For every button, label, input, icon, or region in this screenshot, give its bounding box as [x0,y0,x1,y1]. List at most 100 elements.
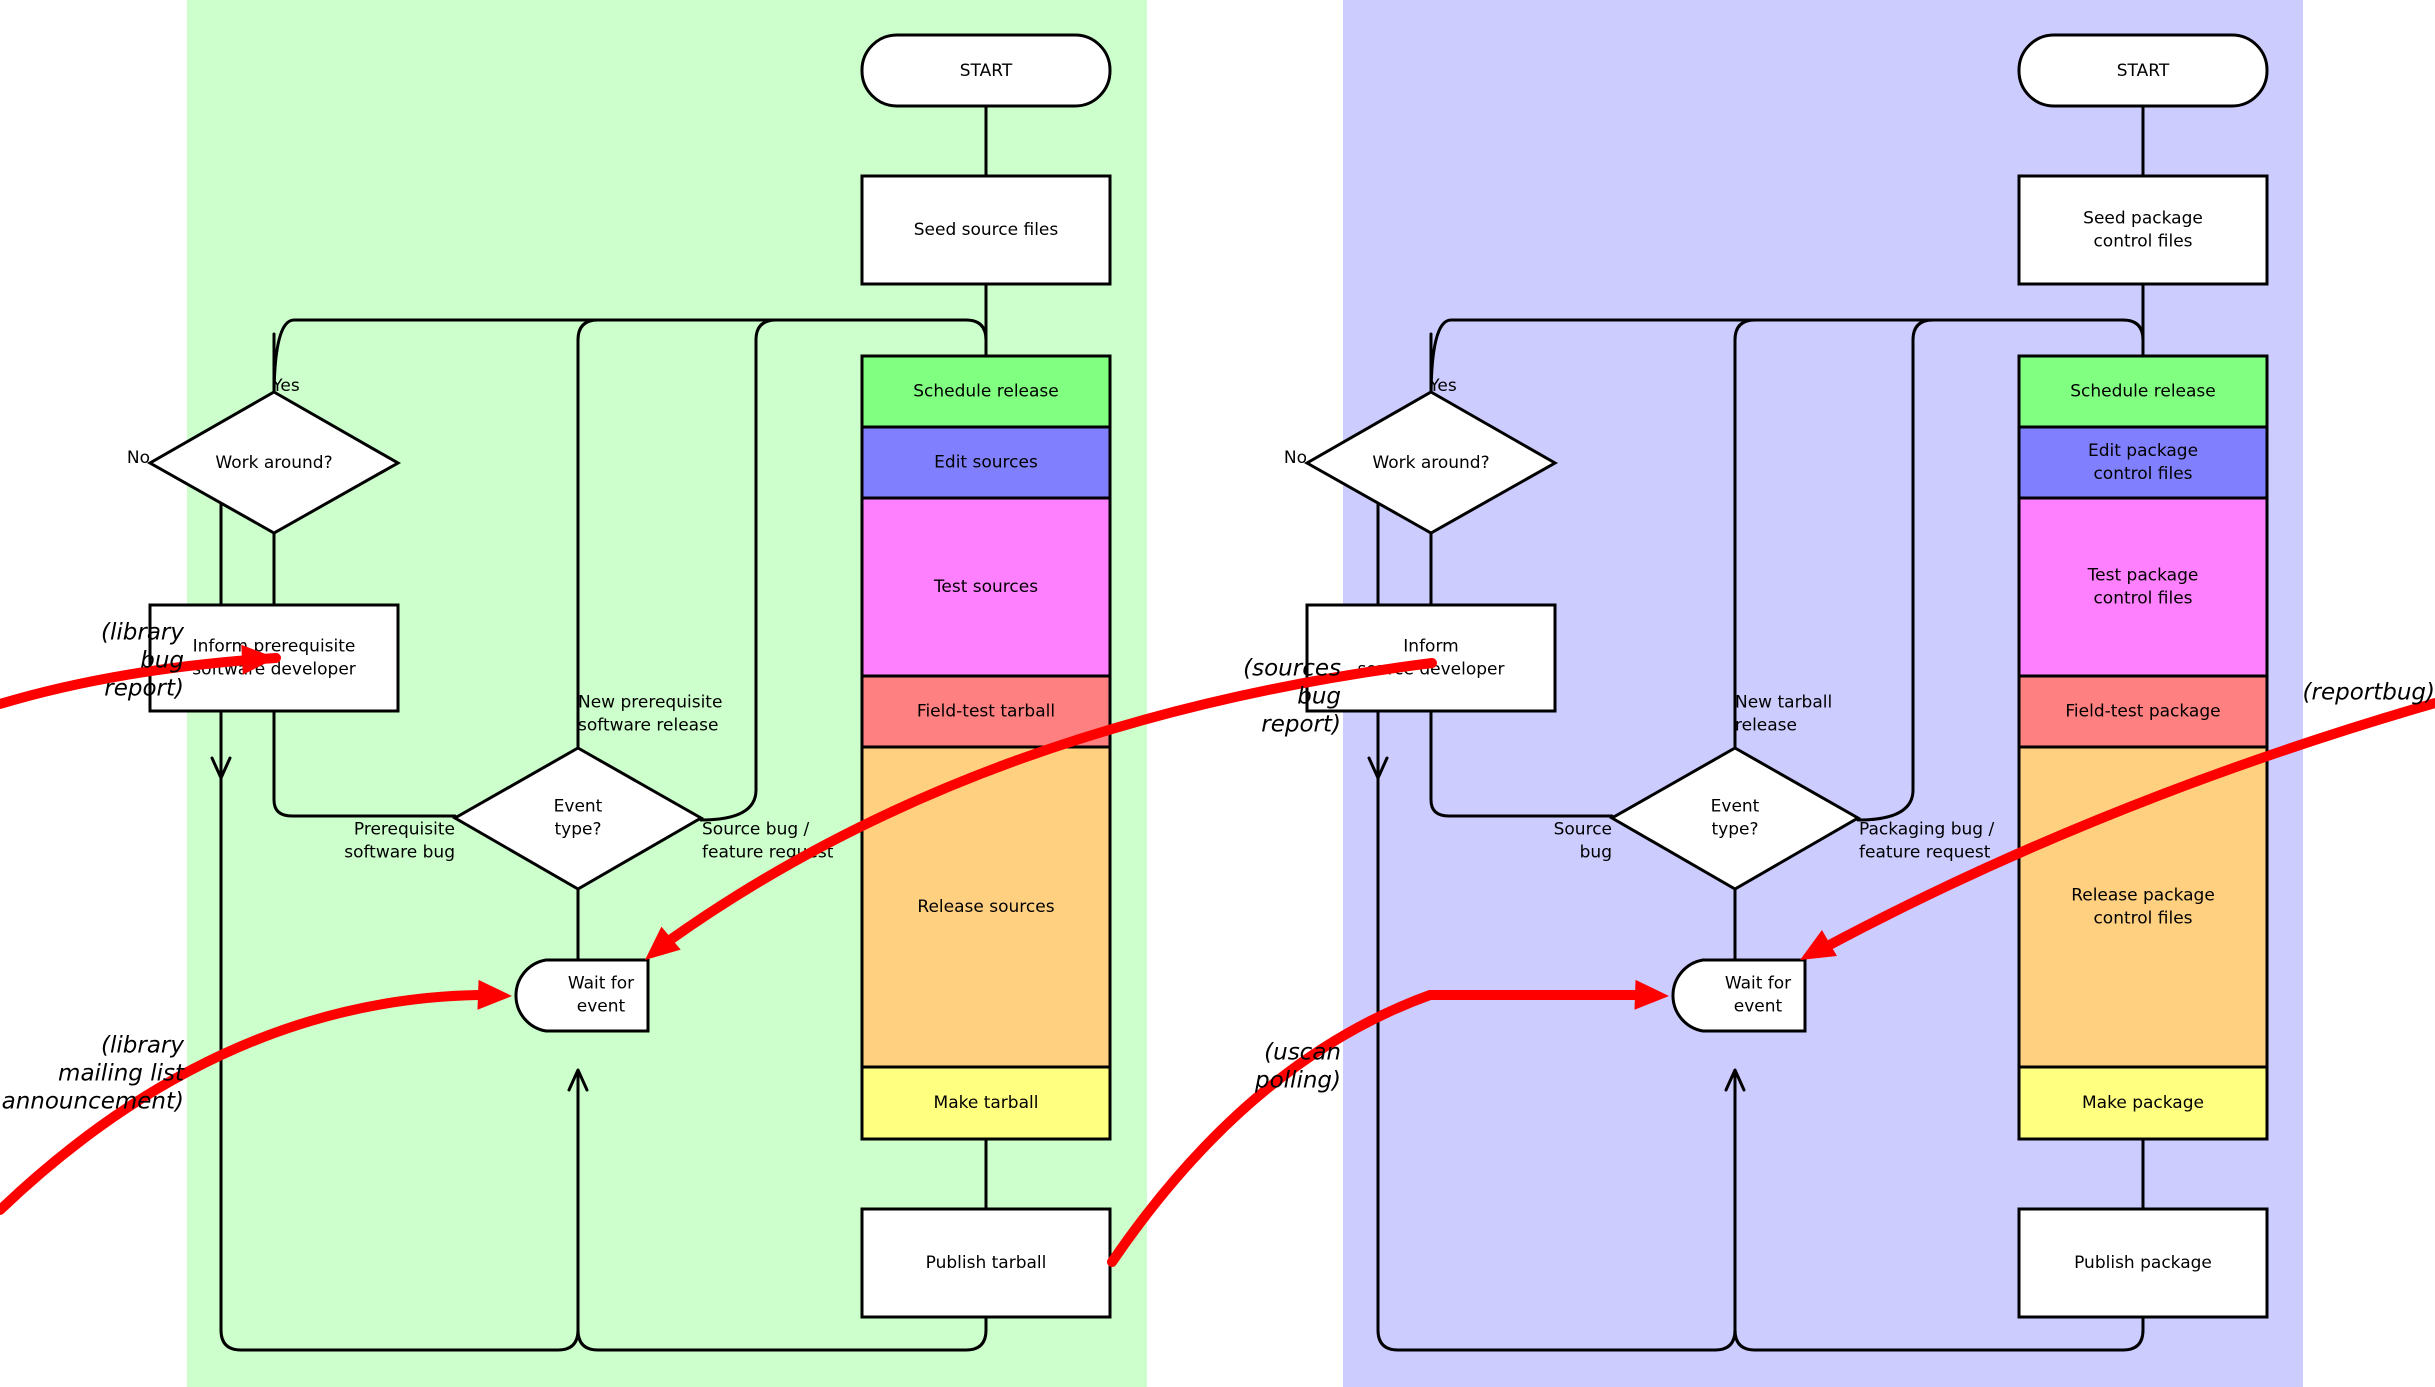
right-start-terminator [2017,33,2269,108]
right-event-label-line-2: type? [1712,820,1759,840]
right-schedule-label: Schedule release [2070,382,2216,402]
right-wait-label-line-1: Wait for [1725,974,1791,994]
right-branch-new-label-line-1: New tarball [1735,693,1832,713]
right-event-label-line-1: Event [1711,797,1760,817]
left-branch-left-label-line-2: software bug [344,843,455,863]
library-bug-annotation-line-2: bug [140,648,184,674]
left-workaround-decision [146,390,402,535]
left-branch-left-label-line-1: Prerequisite [354,820,455,840]
left-seed-label: Seed source files [914,220,1059,240]
left-no-label: No [127,448,150,468]
right-branch-left-label-line-2: bug [1580,843,1612,863]
left-inform-to-event-line [272,709,457,818]
right-workaround-label: Work around? [1372,453,1489,473]
right-wait-label-line-2: event [1734,997,1783,1017]
left-make-label: Make tarball [934,1093,1039,1113]
left-edit-label: Edit sources [934,453,1038,473]
left-wait-for-event-box [514,958,650,1033]
right-branch-right-label-line-1: Packaging bug / [1859,820,1994,840]
left-event-decision [451,746,705,891]
right-branch-right-label-line-2: feature request [1859,843,1991,863]
sources-bug-report-arrow-head [645,926,681,960]
left-wait-label-line-2: event [577,997,626,1017]
left-inform-label-line-1: Inform prerequisite [193,637,356,657]
right-branch-left-label-line-1: Source [1554,820,1612,840]
library-mailing-annotation-line-2: mailing list [58,1061,185,1087]
reportbug-arrow [1815,698,2435,955]
left-yes-label: Yes [271,376,300,396]
left-test-box [860,496,1112,678]
left-branch-new-label-line-1: New prerequisite [578,693,722,713]
right-source-bug-loop-line [1856,318,1935,822]
right-return-arrowhead [1724,1068,1746,1092]
sources-bug-report-arrow [665,658,1437,945]
left-publish-return-line [576,1315,988,1352]
right-release-box [2017,745,2269,1069]
right-seed-box [2017,174,2269,286]
right-release-label-line-1: Release package [2071,886,2215,906]
right-seed-label-line-2: control files [2093,232,2192,252]
right-edit-label-line-2: control files [2093,464,2192,484]
right-workaround-loop-top-line [1429,318,2145,402]
right-event-loop-line [1733,318,1757,752]
right-no-branch-arrowhead [1367,756,1389,780]
library-mailing-arrow-head [477,979,512,1010]
right-publish-label: Publish package [2074,1253,2212,1273]
right-inform-to-event-line [1429,709,1614,818]
reportbug-annotation: (reportbug) [2303,680,2435,706]
left-source-bug-loop-line [699,318,778,822]
uscan-polling-annotation-line-1: (uscan [1264,1040,1341,1066]
left-make-box [860,1065,1112,1141]
right-test-label-line-1: Test package [2087,566,2199,586]
left-branch-new-label-line-2: software release [578,716,718,736]
right-field-label: Field-test package [2065,702,2220,722]
right-branch-new-label-line-2: release [1735,716,1797,736]
right-publish-return-line [1733,1315,2145,1352]
right-seed-label-line-1: Seed package [2083,209,2203,229]
right-field-box [2017,674,2269,749]
left-seed-box [860,174,1112,286]
right-event-decision [1608,746,1862,891]
left-field-label: Field-test tarball [917,702,1055,722]
left-start-label: START [960,61,1013,81]
left-test-label: Test sources [933,577,1038,597]
right-release-label-line-2: control files [2093,909,2192,929]
left-event-label-line-1: Event [554,797,603,817]
left-event-loop-line [576,318,600,752]
right-workaround-decision [1303,390,1559,535]
sources-bug-annotation-line-2: bug [1297,684,1341,710]
right-test-label-line-2: control files [2093,589,2192,609]
right-test-box [2017,496,2269,678]
left-branch-right-label-line-1: Source bug / [702,820,810,840]
left-field-box [860,674,1112,749]
left-return-arrowhead [567,1068,589,1092]
right-inform-label-line-1: Inform [1403,637,1458,657]
library-bug-report-arrow-head [241,644,276,675]
uscan-polling-arrow [1107,990,1435,1267]
library-bug-annotation-line-1: (library [101,620,184,646]
right-make-label: Make package [2082,1093,2204,1113]
right-inform-box [1305,603,1557,713]
left-no-branch-arrowhead [210,756,232,780]
right-publish-box [2017,1207,2269,1319]
right-no-label: No [1284,448,1307,468]
left-workaround-loop-top-line [272,318,988,402]
right-make-box [2017,1065,2269,1141]
left-publish-label: Publish tarball [926,1253,1047,1273]
library-mailing-annotation-line-3: announcement) [2,1089,184,1115]
left-event-label-line-2: type? [555,820,602,840]
left-publish-box [860,1207,1112,1319]
library-bug-annotation-line-3: report) [104,676,184,702]
left-release-box [860,745,1112,1069]
left-release-label: Release sources [917,897,1054,917]
right-edit-label-line-1: Edit package [2088,441,2198,461]
sources-bug-annotation-line-3: report) [1261,712,1341,738]
reportbug-arrow-head [1800,930,1837,960]
library-bug-report-arrow [0,653,281,709]
library-mailing-annotation-line-1: (library [101,1033,184,1059]
uscan-polling-arrow-head [1634,979,1669,1010]
left-wait-label-line-1: Wait for [568,974,634,994]
right-yes-label: Yes [1428,376,1457,396]
